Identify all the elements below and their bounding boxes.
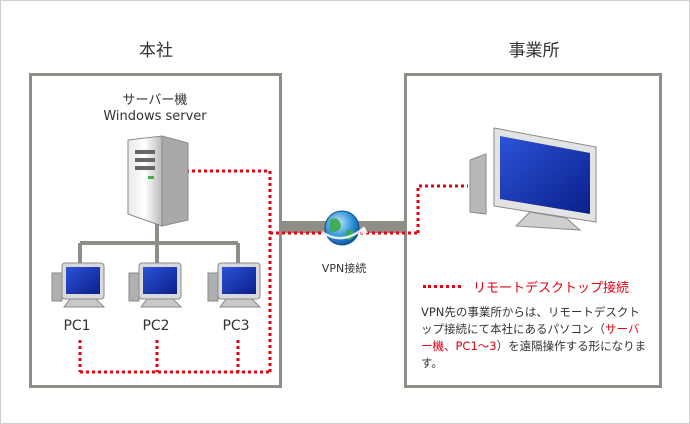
pc3-monitor-icon (207, 262, 262, 308)
legend-dotted-line (423, 285, 461, 288)
description-highlight: サーバー機、PC1～3 (421, 322, 640, 353)
desktop-icon (469, 127, 597, 231)
description-part1: VPN先の事業所からは、リモートデスクトップ接続にて本社にあるパソコン（ (421, 305, 640, 336)
pc2-monitor-icon (128, 262, 183, 308)
globe-icon (321, 210, 368, 246)
vpn-label: VPN接続 (321, 262, 367, 275)
server-label-line1: サーバー機 (122, 93, 188, 108)
hq-lan-lines (78, 222, 240, 268)
pc2-label: PC2 (142, 318, 170, 334)
server-label-line2: Windows server (103, 109, 207, 124)
description-text: VPN先の事業所からは、リモートデスクトップ接続にて本社にあるパソコン（サーバー… (421, 304, 649, 372)
branch-office-box (404, 73, 662, 388)
description-part2: ）を遠隔操作する形になります。 (421, 339, 647, 370)
headquarters-title: 本社 (139, 41, 173, 61)
pc3-label: PC3 (222, 318, 250, 334)
legend-label: リモートデスクトップ接続 (473, 281, 630, 296)
pc1-monitor-icon (51, 262, 106, 308)
server-label: サーバー機 Windows server (103, 93, 206, 125)
server-icon (127, 135, 189, 227)
legend: リモートデスクトップ接続 (423, 277, 629, 296)
pc1-label: PC1 (63, 318, 91, 334)
branch-office-title: 事業所 (508, 41, 560, 61)
